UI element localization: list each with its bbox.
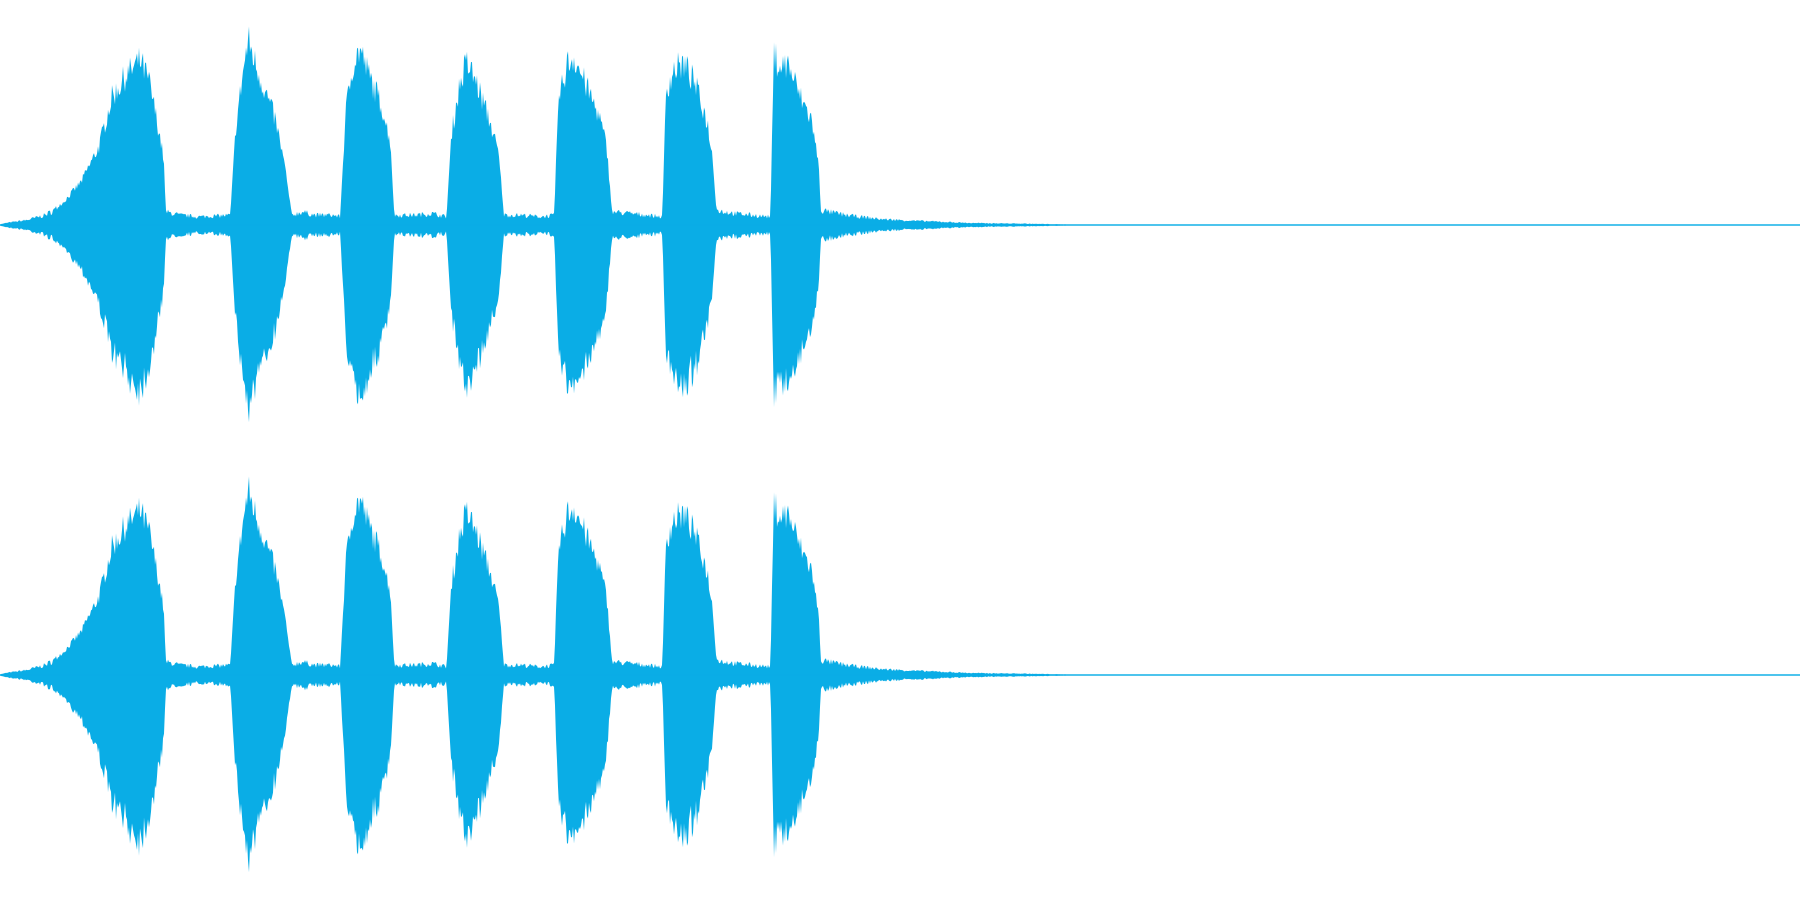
waveform-channel-right: [0, 476, 1800, 873]
waveform-channel-left: [0, 26, 1800, 423]
